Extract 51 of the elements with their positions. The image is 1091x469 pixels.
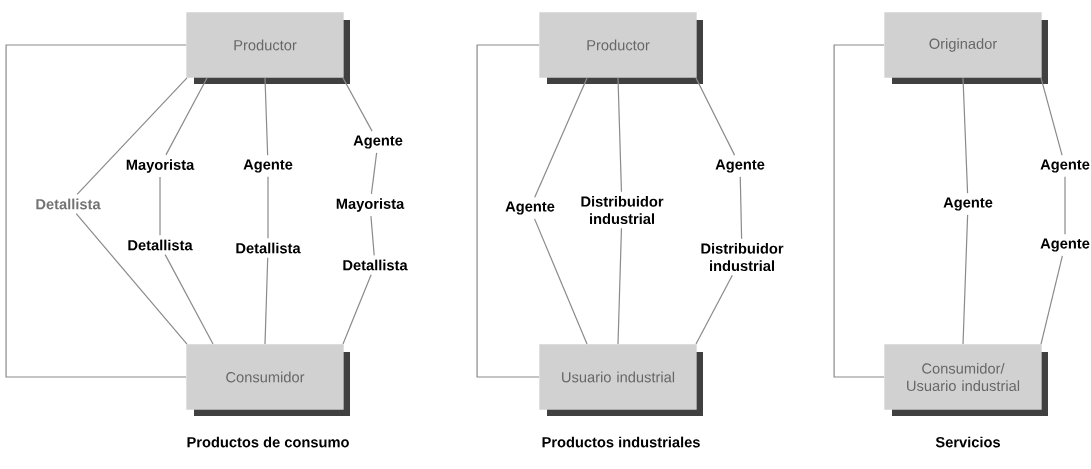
channel-label: Distribuidor industrial: [581, 195, 664, 225]
connector-line: [370, 215, 375, 256]
connector-line: [165, 77, 208, 156]
channel-label: Detallista: [236, 242, 301, 254]
connector-line: [264, 257, 269, 345]
channel-label: Detallista: [343, 259, 408, 271]
connector-line: [617, 227, 623, 345]
channel-label: Agente: [353, 135, 403, 149]
channel-box: Consumidor: [186, 344, 350, 416]
channel-label: Agente: [243, 159, 293, 173]
connector-line: [739, 176, 743, 240]
connector-line: [159, 176, 161, 236]
connector-line: [962, 77, 969, 194]
panel-caption: Productos de consumo: [187, 436, 349, 448]
connector-line: [1040, 255, 1063, 345]
channel-box: Consumidor/ Usuario industrial: [884, 344, 1048, 416]
channel-box: Originador: [884, 12, 1048, 84]
connector-line: [164, 254, 214, 345]
connector-line: [370, 152, 378, 195]
panel-caption: Servicios: [935, 436, 1000, 448]
channel-label: Agente: [1040, 159, 1090, 173]
channel-label: Agente: [505, 201, 555, 215]
channel-box: Productor: [186, 12, 350, 84]
channel-box: Productor: [539, 12, 703, 84]
channel-label: Detallista: [128, 239, 193, 251]
channel-label: Distribuidor industrial: [701, 242, 784, 272]
channel-label: Agente: [715, 159, 765, 173]
channel-label: Agente: [943, 197, 993, 211]
channel-label: Agente: [1040, 238, 1090, 252]
connector-line: [264, 77, 269, 156]
connector-line: [76, 77, 188, 195]
connector-line: [695, 77, 736, 156]
panel-caption: Productos industriales: [542, 436, 700, 448]
channel-label: Detallista: [36, 198, 101, 210]
connector-line: [5, 44, 187, 378]
channel-label: Mayorista: [336, 198, 405, 212]
connector-line: [534, 77, 588, 198]
connector-line: [267, 176, 269, 239]
channel-box: Usuario industrial: [539, 344, 703, 416]
connector-line: [75, 213, 188, 345]
connector-line: [695, 274, 733, 345]
connector-line: [617, 77, 623, 193]
connector-line: [1040, 77, 1063, 156]
connector-line: [342, 274, 372, 345]
connector-line: [342, 77, 373, 132]
channel-label: Mayorista: [126, 159, 195, 173]
connector-line: [962, 214, 969, 345]
connector-line: [476, 44, 540, 378]
connector-line: [1064, 176, 1066, 235]
connector-line: [533, 218, 588, 345]
connector-line: [833, 44, 885, 378]
